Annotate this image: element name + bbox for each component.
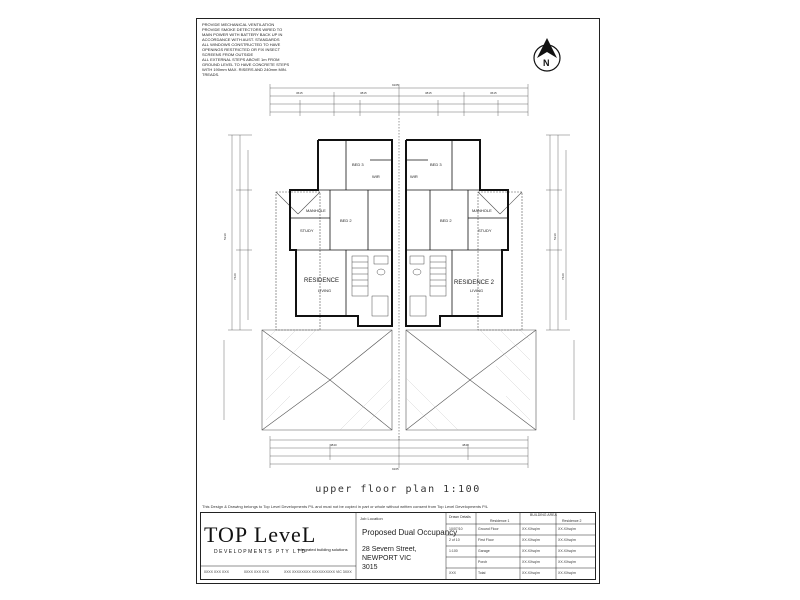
- note-line: ALL WINDOWS CONSTRUCTED TO HAVE: [202, 42, 281, 47]
- room-label: MANHOLE: [472, 208, 492, 213]
- copyright-note: This Design & Drawing belongs to Top Lev…: [202, 504, 489, 509]
- area-row-value: XX.XXsq/m: [522, 560, 540, 564]
- contact-phone: 0XXX XXX XXX: [204, 570, 229, 574]
- room-label: BED 3: [352, 162, 364, 167]
- room-label: LIVING: [470, 288, 483, 293]
- areas-col: Residence 1: [490, 519, 510, 523]
- room-label: BED 2: [440, 218, 452, 223]
- interior-walls: [290, 140, 508, 316]
- note-line: WITH 190mm MAX. RISERS AND 240mm MIN.: [202, 67, 287, 72]
- dim-bottom-right: 4840: [462, 443, 469, 447]
- dim-side-left-b: 7420: [233, 273, 237, 280]
- note-line: PROVIDE SMOKE DETECTORS WIRED TO: [202, 27, 283, 32]
- area-row-value: XX.XXsq/m: [558, 560, 576, 564]
- side-dimensions: [223, 134, 575, 420]
- company-tagline: integrated building solutions: [298, 547, 348, 552]
- area-row-value: XX.XXsq/m: [558, 549, 576, 553]
- company-subtitle: DEVELOPMENTS PTY LTD: [214, 549, 307, 555]
- stairs: [351, 255, 447, 297]
- note-line: GROUND LEVEL TO HAVE CONCRETE STEPS: [202, 62, 290, 67]
- dim-top-overall: 9165: [392, 83, 399, 87]
- area-row-value: XX.XXsq/m: [558, 527, 576, 531]
- drawing-caption: upper floor plan 1:100: [315, 484, 481, 495]
- company-logo: TOP LeveL: [204, 522, 317, 547]
- note-line: ALL EXTERNAL STEPS ABOVE 1m FROM: [202, 57, 280, 62]
- note-line: TREADS.: [202, 72, 220, 77]
- address-line: 3015: [362, 564, 378, 571]
- area-row-label: Porch: [478, 560, 488, 564]
- area-row-label: Garage: [478, 549, 490, 553]
- bottom-dimensions: [269, 436, 529, 468]
- note-line: OPENINGS RESTRICTED OR FIX INSECT: [202, 47, 281, 52]
- areas-header: BUILDING AREA: [530, 513, 557, 517]
- top-dimensions: [269, 84, 529, 116]
- meta-date: 10/07/10: [449, 527, 463, 531]
- note-line: PROVIDE MECHANICAL VENTILATION: [202, 22, 275, 27]
- area-row-value: XX.XXsq/m: [522, 527, 540, 531]
- area-row-label: Total: [478, 571, 486, 575]
- general-notes: PROVIDE MECHANICAL VENTILATION PROVIDE S…: [202, 22, 322, 77]
- roof-hatching: [265, 329, 531, 431]
- drawing-sheet: [196, 18, 600, 584]
- note-line: MAIN POWER WITH BATTERY BACK UP IN: [202, 32, 283, 37]
- room-label: WIR: [410, 174, 418, 179]
- area-row-label: First Floor: [478, 538, 494, 542]
- dim-top-mid-right: 3815: [425, 91, 432, 95]
- roof-outline: [261, 191, 537, 431]
- dim-bottom-overall: 9165: [392, 467, 399, 471]
- bathroom-fixtures: [371, 255, 427, 317]
- area-row-value: XX.XXsq/m: [558, 571, 576, 575]
- room-label: LIVING: [318, 288, 331, 293]
- address-line: 28 Severn Street,: [362, 546, 417, 553]
- dim-side-right-b: 7420: [561, 273, 565, 280]
- meta-ref: XXX: [449, 571, 457, 575]
- contact-fax: 0XXX XXX XXX: [244, 570, 269, 574]
- room-label: MANHOLE: [306, 208, 326, 213]
- meta-drawn: Drawn Details: [449, 515, 471, 519]
- dim-bottom-left: 4840: [330, 443, 337, 447]
- room-label: STUDY: [300, 228, 314, 233]
- meta-scale: 1:100: [449, 549, 458, 553]
- residence-label: RESIDENCE: [304, 278, 339, 284]
- area-row-value: XX.XXsq/m: [522, 538, 540, 542]
- dim-side-right: 5330: [553, 233, 557, 240]
- room-label: WIR: [372, 174, 380, 179]
- contact-address: XXX XXXXXXXX XXXXXXXXXX VIC 3XXX: [284, 570, 352, 574]
- north-label: N: [543, 58, 550, 68]
- dim-top-right: 3615: [490, 91, 497, 95]
- job-title: Proposed Dual Occupancy: [362, 528, 458, 537]
- dim-top-mid-left: 3815: [360, 91, 367, 95]
- room-label: BED 2: [340, 218, 352, 223]
- room-label: STUDY: [478, 228, 492, 233]
- note-line: SCREENS FROM OUTSIDE: [202, 52, 254, 57]
- note-line: ACCORDANCE WITH AUST. STANDARDS: [202, 37, 280, 42]
- dim-side-left: 5330: [223, 233, 227, 240]
- area-row-value: XX.XXsq/m: [558, 538, 576, 542]
- meta-sheet: 2 of 10: [449, 538, 460, 542]
- residence-label: RESIDENCE 2: [454, 280, 495, 286]
- area-row-label: Ground Floor: [478, 527, 499, 531]
- area-row-value: XX.XXsq/m: [522, 571, 540, 575]
- area-row-value: XX.XXsq/m: [522, 549, 540, 553]
- address-line: NEWPORT VIC: [362, 555, 412, 562]
- dim-top-left: 3615: [296, 91, 303, 95]
- north-arrow-icon: N: [533, 38, 561, 72]
- room-label: BED 3: [430, 162, 442, 167]
- areas-col: Residence 2: [562, 519, 582, 523]
- job-location-label: Job Location: [360, 516, 383, 521]
